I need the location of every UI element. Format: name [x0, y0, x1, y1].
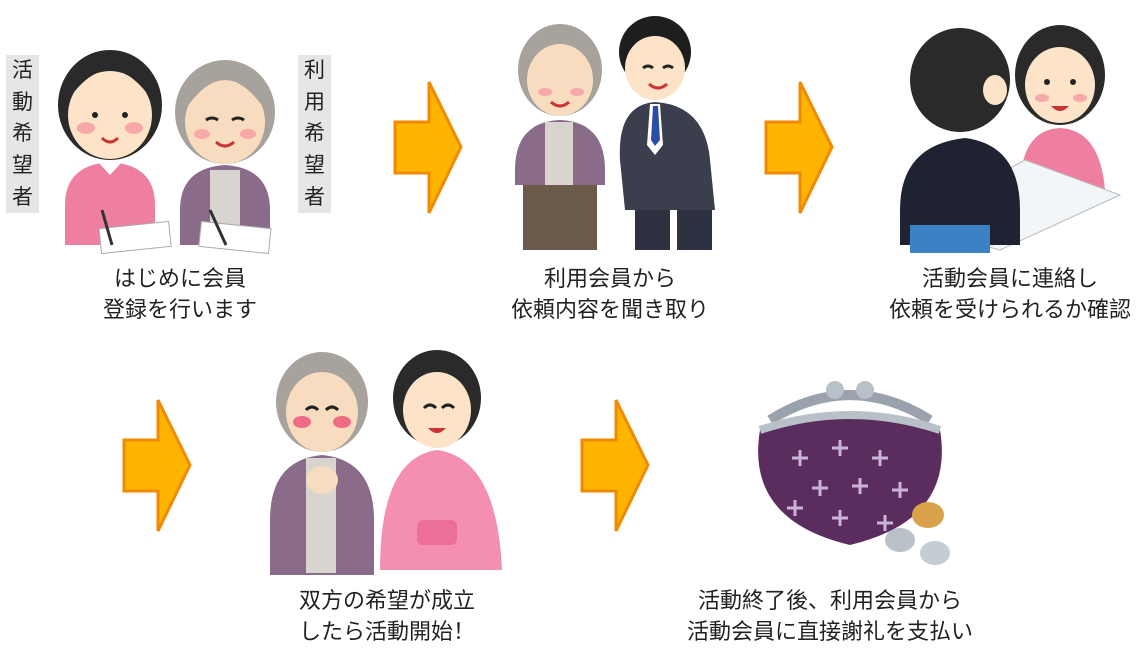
step-caption-5: 活動終了後、利用会員から 活動会員に直接謝礼を支払い — [680, 586, 980, 648]
label-char: 希 — [304, 121, 325, 146]
flow-arrow-3 — [122, 399, 192, 532]
coin-purse-illustration — [758, 381, 950, 565]
matching-illustration — [270, 350, 502, 575]
contact-illustration — [900, 25, 1122, 253]
step-caption-4: 双方の希望が成立 したら活動開始！ — [262, 586, 512, 648]
label-char: 者 — [12, 184, 33, 209]
label-char: 用 — [304, 89, 325, 114]
caption-line: 活動会員に連絡し — [921, 267, 1098, 292]
label-char: 望 — [304, 153, 325, 178]
caption-line: 利用会員から — [543, 267, 676, 292]
caption-line: したら活動開始！ — [298, 620, 475, 645]
label-active-applicant: 活 動 希 望 者 — [6, 55, 39, 213]
label-char: 動 — [12, 89, 33, 114]
caption-line: はじめに会員 — [113, 267, 246, 292]
label-char: 望 — [12, 153, 33, 178]
flow-arrow-1 — [393, 81, 463, 214]
caption-line: 双方の希望が成立 — [298, 589, 475, 614]
caption-line: 活動終了後、利用会員から — [697, 589, 962, 614]
caption-line: 依頼内容を聞き取り — [510, 298, 709, 323]
hearing-illustration — [515, 16, 715, 250]
label-char: 者 — [304, 184, 325, 209]
flow-arrow-2 — [764, 81, 834, 214]
label-char: 希 — [12, 121, 33, 146]
step-caption-2: 利用会員から 依頼内容を聞き取り — [490, 264, 730, 326]
label-char: 利 — [304, 58, 325, 83]
step-caption-3: 活動会員に連絡し 依頼を受けられるか確認 — [880, 264, 1140, 326]
caption-line: 活動会員に直接謝礼を支払い — [686, 620, 973, 645]
label-char: 活 — [12, 58, 33, 83]
caption-line: 依頼を受けられるか確認 — [888, 298, 1131, 323]
caption-line: 登録を行います — [102, 298, 257, 323]
label-user-applicant: 利 用 希 望 者 — [298, 55, 331, 213]
step-caption-1: はじめに会員 登録を行います — [60, 264, 300, 326]
registration-illustration — [58, 50, 275, 255]
flow-arrow-4 — [580, 399, 650, 532]
